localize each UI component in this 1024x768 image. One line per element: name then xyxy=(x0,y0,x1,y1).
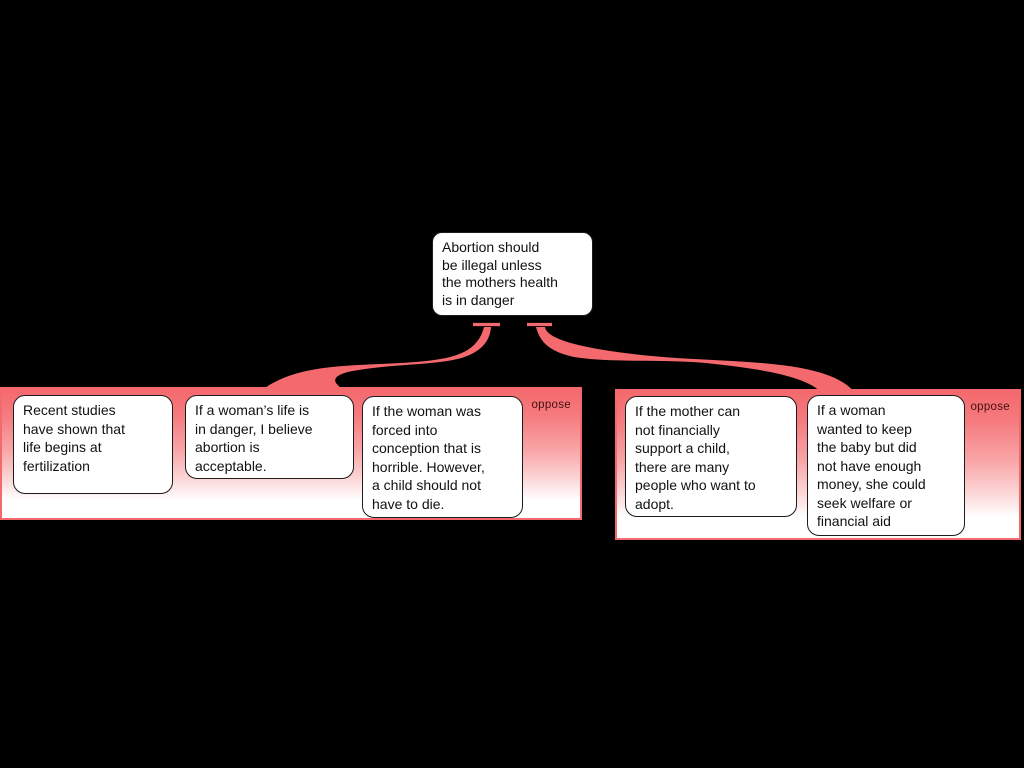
oppose-label-left: oppose xyxy=(531,399,571,411)
branch-left-connector[interactable] xyxy=(264,327,491,389)
objection-node-4[interactable]: If the mother can not financially suppor… xyxy=(625,396,797,517)
oppose-group-right[interactable]: oppose If the mother can not financially… xyxy=(615,389,1021,540)
objection-node-1[interactable]: Recent studies have shown that life begi… xyxy=(13,395,173,494)
objection-node-3[interactable]: If the woman was forced into conception … xyxy=(362,396,523,518)
objection-node-5[interactable]: If a woman wanted to keep the baby but d… xyxy=(807,395,965,536)
objection-node-2[interactable]: If a woman’s life is in danger, I believ… xyxy=(185,395,354,479)
oppose-group-left[interactable]: oppose Recent studies have shown that li… xyxy=(0,387,582,520)
root-claim-node[interactable]: Abortion should be illegal unless the mo… xyxy=(432,232,593,316)
oppose-label-right: oppose xyxy=(970,401,1010,413)
branch-right-connector[interactable] xyxy=(536,327,853,391)
